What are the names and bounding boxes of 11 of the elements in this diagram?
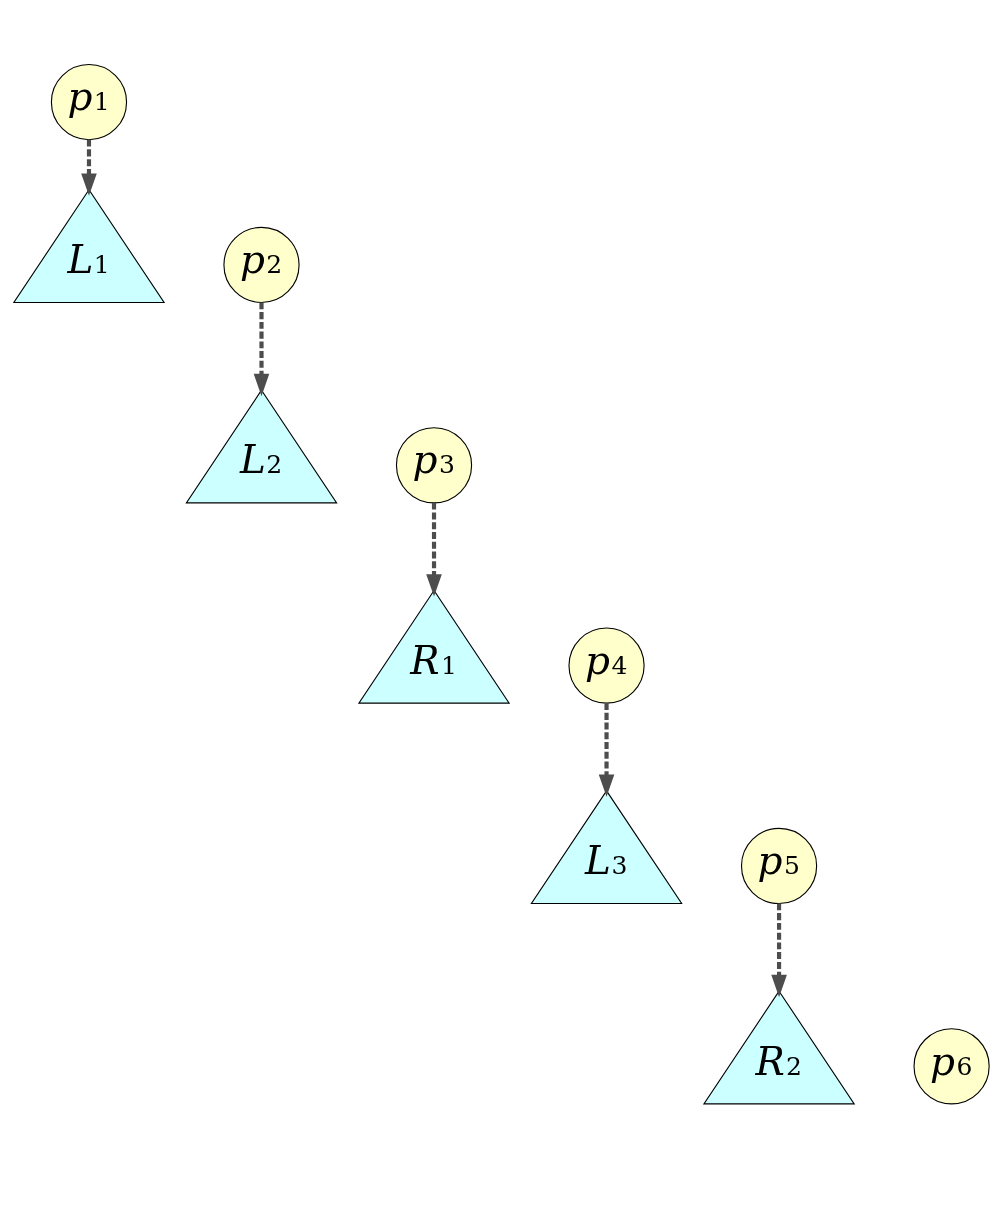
node-circle: p5: [740, 827, 818, 904]
arrow: [81, 139, 97, 196]
node-circle: p3: [395, 426, 473, 503]
arrow: [598, 702, 615, 797]
node-circle: p4: [568, 627, 645, 704]
node-circle: p2: [223, 226, 300, 303]
arrow: [253, 302, 270, 396]
arrow: [771, 903, 787, 997]
node-circle: p6: [913, 1027, 990, 1104]
arrow: [426, 502, 442, 596]
node-circle: p1: [50, 63, 128, 140]
